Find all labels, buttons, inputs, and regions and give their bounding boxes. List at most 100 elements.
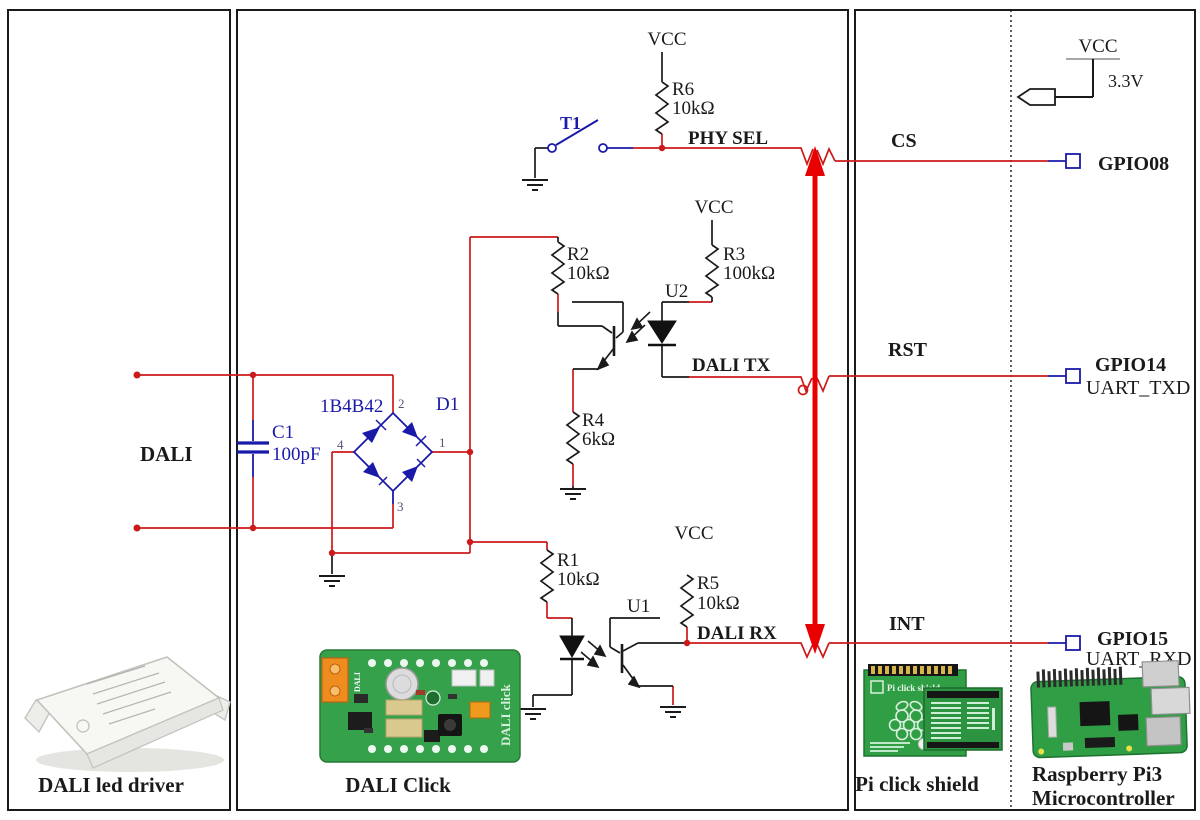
cs-label: CS — [891, 130, 917, 152]
u1-label: U1 — [627, 596, 650, 617]
bus-arrow-up — [805, 146, 825, 176]
dali-rx-label: DALI RX — [697, 623, 777, 644]
u2-light-arrow-1 — [630, 317, 644, 331]
r6-value: 10kΩ — [672, 98, 715, 119]
r2-ref: R2 — [567, 244, 589, 265]
r1-ref: R1 — [557, 550, 579, 571]
d1-pin4-label: 4 — [337, 437, 344, 452]
d1-diode-bl — [363, 462, 380, 478]
u2-emitter-arrow — [596, 356, 610, 371]
vcc-label-r3: VCC — [694, 197, 733, 218]
gpio-pins — [1048, 153, 1081, 651]
ground-symbols — [319, 179, 686, 720]
black-wires — [532, 52, 1120, 707]
junction-dot — [249, 524, 257, 532]
r3-ref: R3 — [723, 244, 745, 265]
d1-diode-tl — [362, 427, 380, 443]
pi-click-shield-photo: Pi click shield — [863, 664, 1003, 757]
gpio-header — [1036, 666, 1123, 688]
vcc-label-pi: VCC — [1078, 36, 1117, 57]
gpio08-label: GPIO08 — [1098, 153, 1169, 175]
d1-pin1-label: 1 — [439, 435, 446, 450]
vcc-label-r6: VCC — [647, 29, 686, 50]
gpio14-label: GPIO14 — [1095, 354, 1166, 376]
ground-u1-led — [520, 708, 546, 720]
r6-ref: R6 — [672, 79, 694, 100]
caption-microcontroller: Microcontroller — [1032, 786, 1175, 810]
bus-break-marks — [795, 146, 836, 660]
caption-dali-led-driver: DALI led driver — [38, 773, 184, 797]
junction-dot — [466, 448, 474, 456]
r5-ref: R5 — [697, 573, 719, 594]
r4-value: 6kΩ — [582, 429, 615, 450]
v33-label: 3.3V — [1108, 71, 1144, 91]
junction-dot — [133, 371, 141, 379]
gpio08-pin — [1065, 153, 1081, 169]
r3-resistor — [704, 244, 720, 298]
t1-switch — [547, 119, 633, 153]
t1-label: T1 — [560, 113, 581, 133]
junction-dots — [133, 144, 691, 647]
shield-board-title: Pi click shield — [887, 683, 940, 693]
dali-click-photo: DALI click DALI — [319, 649, 521, 763]
c1-ref: C1 — [272, 422, 294, 443]
resistors — [539, 81, 720, 628]
gpio15-label: GPIO15 — [1097, 628, 1168, 650]
caption-dali-click: DALI Click — [345, 773, 451, 797]
ground-t1 — [522, 179, 548, 191]
junction-dot — [658, 144, 666, 152]
junction-dot — [133, 524, 141, 532]
r1-resistor — [539, 549, 555, 603]
int-label: INT — [889, 613, 925, 635]
u1-emitter-arrow — [627, 675, 641, 689]
ground-r4 — [560, 488, 586, 500]
opto-leds — [559, 320, 677, 661]
dali-led-driver-photo — [24, 656, 231, 772]
r2-resistor — [550, 241, 566, 295]
wires — [137, 134, 1048, 705]
panel-pi-side — [854, 9, 1196, 811]
junction-dot — [249, 371, 257, 379]
gpio14-pin — [1065, 368, 1081, 384]
panel-dali-led-driver — [7, 9, 231, 811]
panel-dali-click — [236, 9, 849, 811]
c1-value: 100pF — [272, 444, 321, 465]
u2-led — [647, 320, 677, 344]
dali-tx-label: DALI TX — [692, 355, 771, 376]
junction-dot — [328, 549, 336, 557]
vcc-label-r5: VCC — [674, 523, 713, 544]
panel-frames — [7, 9, 1196, 811]
ground-bridge — [319, 553, 345, 587]
junction-dot — [683, 639, 691, 647]
rst-label: RST — [888, 339, 928, 361]
r6-resistor — [654, 81, 670, 135]
click-board-dali-text: DALI — [353, 672, 362, 692]
u2-light-arrow-2 — [625, 330, 639, 344]
u1-led — [559, 635, 585, 659]
r4-resistor — [565, 411, 581, 465]
u1-light-arrow-2 — [586, 655, 600, 669]
junction-dot — [466, 538, 474, 546]
d1-diode-br — [402, 466, 418, 482]
vcc-connector-arrow — [1016, 88, 1056, 106]
caption-raspberry-pi3: Raspberry Pi3 — [1032, 762, 1162, 786]
click-board-title: DALI click — [498, 683, 513, 746]
caption-pi-click-shield: Pi click shield — [855, 772, 979, 796]
r5-resistor — [679, 574, 695, 628]
gpio15-pin — [1065, 635, 1081, 651]
d1-diode-tr — [402, 422, 418, 438]
r1-value: 10kΩ — [557, 569, 600, 590]
opto-arrows — [580, 311, 651, 689]
r4-ref: R4 — [582, 410, 605, 431]
d1-pin3-label: 3 — [397, 499, 404, 514]
ground-u1-emitter — [660, 706, 686, 718]
u1-light-arrow-1 — [593, 644, 607, 658]
raspberry-pi3-photo — [1030, 660, 1191, 759]
dali-label: DALI — [140, 442, 193, 466]
d1-ref: D1 — [436, 394, 459, 415]
r3-value: 100kΩ — [723, 263, 775, 284]
c1-capacitor — [237, 420, 269, 477]
u2-label: U2 — [665, 281, 688, 302]
